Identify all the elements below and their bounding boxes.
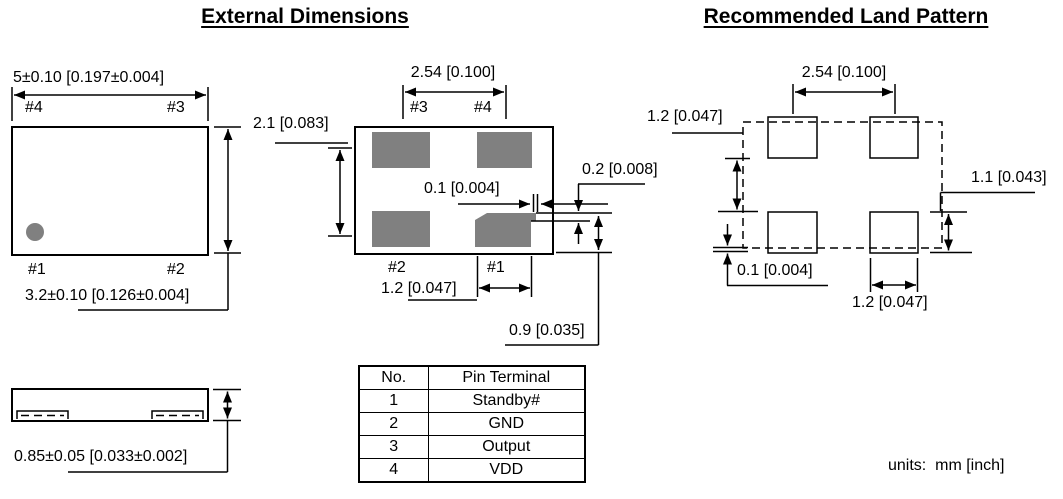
- side-height-dimension: [68, 388, 241, 473]
- step-dim-label: 0.2 [0.008]: [582, 161, 658, 178]
- top-view-pin1-label: #1: [28, 261, 46, 278]
- land-row-gap-dimension: [672, 132, 758, 213]
- package-outline: [354, 126, 554, 255]
- terminal-step-right: [151, 410, 204, 419]
- pin-terminal: VDD: [427, 458, 586, 483]
- land-pad-width-dim-label: 1.2 [0.047]: [852, 294, 928, 311]
- table-row: 1 Standby#: [358, 389, 586, 413]
- top-view-width-dimension: [11, 87, 209, 121]
- pin-table-header-no: No.: [358, 365, 429, 390]
- land-pad-bottom-right: [869, 211, 919, 254]
- top-view-pin3-label: #3: [167, 99, 185, 116]
- land-pattern-title: Recommended Land Pattern: [703, 5, 989, 28]
- external-dimensions-title: External Dimensions: [201, 5, 409, 28]
- package-footprint-outline: [742, 121, 943, 249]
- top-view-height-dim-label: 3.2±0.10 [0.126±0.004]: [25, 287, 190, 304]
- table-row: 4 VDD: [358, 458, 586, 483]
- pin-number: 2: [358, 412, 429, 436]
- land-pad-height-dimension: [930, 191, 1035, 254]
- pin-table-header-row: No. Pin Terminal: [358, 365, 586, 390]
- pad-height-dimension: [505, 216, 612, 346]
- pin-table: No. Pin Terminal 1 Standby# 2 GND 3 Outp…: [358, 365, 586, 483]
- side-view-drawing: [11, 388, 241, 473]
- land-pad-height-dim-label: 1.1 [0.043]: [971, 169, 1047, 186]
- pitch-dimension: [402, 85, 507, 119]
- pad-2: [372, 211, 430, 247]
- land-row-gap-dim-label: 1.2 [0.047]: [647, 108, 723, 125]
- pad-3: [372, 132, 430, 168]
- top-view-pin4-label: #4: [25, 99, 43, 116]
- table-row: 3 Output: [358, 435, 586, 459]
- bottom-view-pin4-label: #4: [474, 99, 492, 116]
- pad-1-chamfered: [475, 213, 536, 247]
- pin-terminal: Output: [427, 435, 586, 459]
- bottom-view-drawing: [275, 85, 645, 346]
- terminal-step-left: [16, 410, 69, 419]
- pin1-marker-dot: [26, 223, 44, 241]
- package-outline: [11, 126, 209, 256]
- top-view-height-dimension: [78, 126, 241, 311]
- land-overhang-dim-label: 0.1 [0.004]: [737, 262, 813, 279]
- side-height-dim-label: 0.85±0.05 [0.033±0.002]: [14, 448, 188, 465]
- pad-width-dimension: [408, 256, 533, 301]
- top-view-width-dim-label: 5±0.10 [0.197±0.004]: [13, 69, 165, 86]
- pin-table-header-terminal: Pin Terminal: [427, 365, 586, 390]
- units-label: units: mm [inch]: [888, 457, 1005, 474]
- pin-number: 1: [358, 389, 429, 413]
- pin-number: 3: [358, 435, 429, 459]
- land-pad-width-dimension: [869, 258, 919, 292]
- bottom-view-pin1-label: #1: [487, 259, 505, 276]
- land-pitch-dim-label: 2.54 [0.100]: [801, 64, 887, 81]
- edge-gap-dim-label: 0.1 [0.004]: [424, 180, 500, 197]
- pin-number: 4: [358, 458, 429, 483]
- top-view-drawing: [11, 87, 241, 311]
- pin-terminal: GND: [427, 412, 586, 436]
- pad-4: [477, 132, 532, 168]
- land-pad-bottom-left: [767, 211, 818, 254]
- land-overhang-dimension: [713, 224, 828, 287]
- land-pattern-drawing: [672, 84, 1035, 292]
- pin-terminal: Standby#: [427, 389, 586, 413]
- bottom-view-pin3-label: #3: [410, 99, 428, 116]
- package-side-outline: [11, 388, 209, 422]
- land-pitch-dimension: [792, 84, 896, 114]
- top-view-pin2-label: #2: [167, 261, 185, 278]
- pad-height-dim-label: 0.9 [0.035]: [509, 322, 585, 339]
- row-spacing-dim-label: 2.1 [0.083]: [253, 115, 329, 132]
- land-pad-top-right: [869, 116, 919, 159]
- land-pad-top-left: [767, 116, 818, 159]
- row-spacing-dimension: [275, 142, 352, 237]
- bottom-view-pitch-dim-label: 2.54 [0.100]: [410, 64, 496, 81]
- bottom-view-pin2-label: #2: [388, 259, 406, 276]
- pad-width-dim-label: 1.2 [0.047]: [381, 280, 457, 297]
- table-row: 2 GND: [358, 412, 586, 436]
- step-dimension: [531, 183, 645, 244]
